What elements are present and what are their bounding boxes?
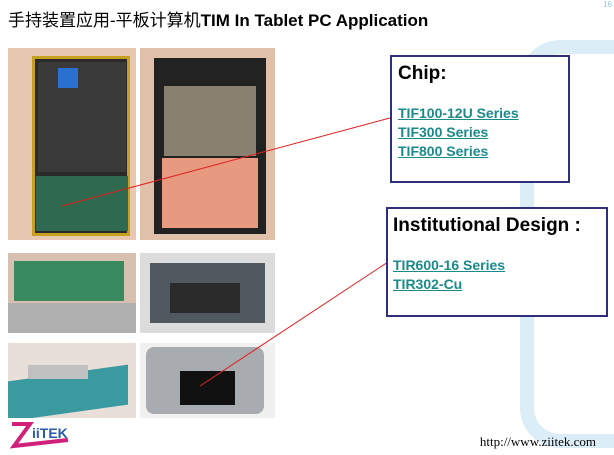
- chip-heading: Chip:: [398, 63, 447, 84]
- link-tif100-12u[interactable]: TIF100-12U Series: [398, 105, 519, 121]
- link-tir600-16[interactable]: TIR600-16 Series: [393, 257, 506, 273]
- ziitek-logo-mark: iiTEK: [9, 422, 69, 449]
- ziitek-logo: iiTEK: [8, 420, 78, 450]
- page-title: 手持装置应用-平板计算机TIM In Tablet PC Application: [8, 11, 429, 30]
- design-box: Institutional Design : TIR600-16 Series …: [386, 207, 608, 317]
- photo-tablet-back-cover: [140, 48, 275, 240]
- photo-tablet-frame: [140, 253, 275, 333]
- chip-box: Chip: TIF100-12U Series TIF300 Series TI…: [390, 55, 570, 183]
- photo-circuit-board: [8, 253, 136, 333]
- photo-inner-cover-pad: [140, 343, 275, 418]
- photo-board-with-heatsink: [8, 343, 136, 418]
- design-heading: Institutional Design :: [393, 215, 581, 236]
- website-url[interactable]: http://www.ziitek.com: [479, 434, 596, 449]
- photo-tablet-open-battery: [8, 48, 136, 240]
- link-tif800[interactable]: TIF800 Series: [398, 143, 489, 159]
- link-tif300[interactable]: TIF300 Series: [398, 124, 489, 140]
- page-number: 16: [603, 0, 612, 9]
- link-tir302-cu[interactable]: TIR302-Cu: [393, 276, 463, 292]
- svg-text:iiTEK: iiTEK: [32, 425, 68, 441]
